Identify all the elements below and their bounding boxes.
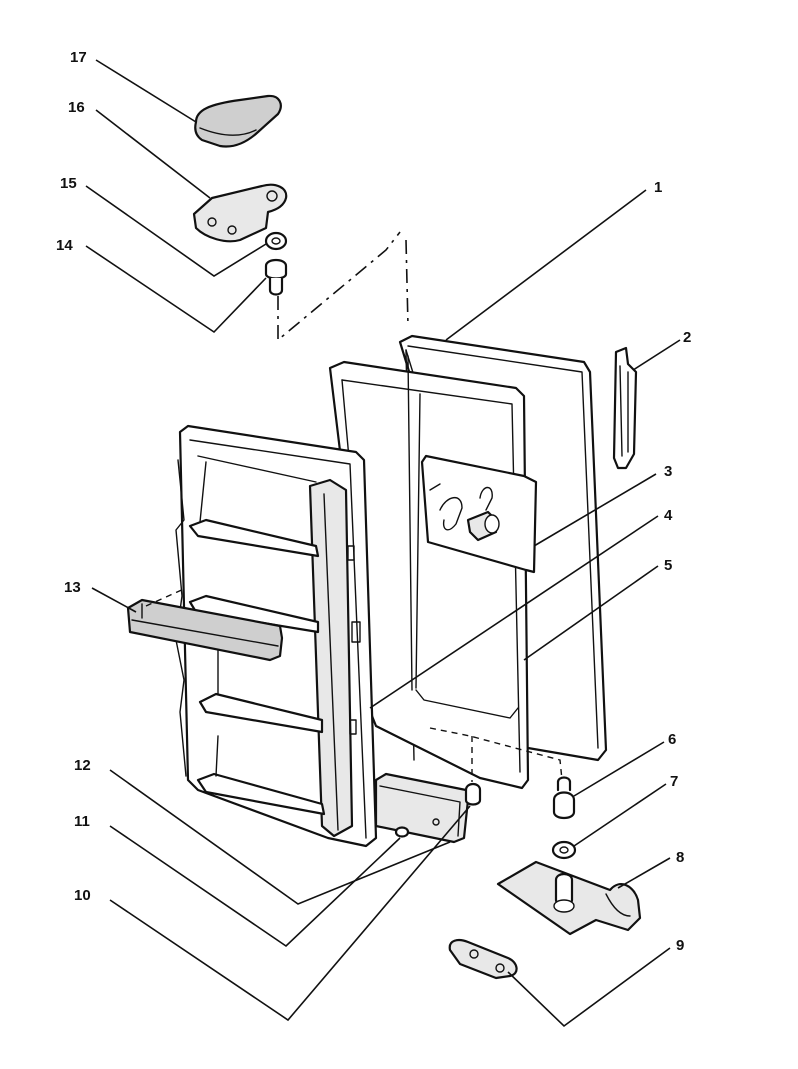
callout-10: 10: [74, 887, 91, 904]
leader-3: [533, 473, 657, 547]
leader-17: [95, 59, 197, 123]
part-12-bottom-channel: [374, 772, 470, 844]
leader-4: [369, 515, 659, 709]
callout-13: 13: [64, 579, 81, 596]
callout-5: 5: [664, 557, 672, 574]
alignment-line-top: [277, 231, 401, 342]
part-15-washer: [264, 231, 288, 251]
part-8-bottom-hinge: [496, 860, 642, 936]
callout-11: 11: [74, 813, 90, 830]
callout-2: 2: [683, 329, 691, 346]
callout-6: 6: [668, 731, 676, 748]
callout-labels: 17 16 15 14 1 2 3 4 5 6 7 8 9 10 11 12 1…: [56, 49, 691, 954]
leader-9: [507, 947, 671, 1028]
callout-16: 16: [68, 99, 85, 116]
leader-5: [523, 565, 659, 661]
callout-12: 12: [74, 757, 91, 774]
leader-11: [109, 825, 401, 948]
leader-15: [85, 185, 267, 277]
callout-15: 15: [60, 175, 77, 192]
leader-13: [91, 587, 137, 613]
leader-10: [109, 805, 471, 1022]
alignment-line-bar: [145, 587, 187, 607]
part-14-hinge-pin: [264, 258, 288, 296]
leader-12: [109, 769, 451, 905]
part-9-spacer: [448, 939, 518, 980]
callout-8: 8: [676, 849, 684, 866]
part-10-pin: [464, 782, 482, 806]
part-3-door-latch: [420, 454, 538, 574]
leader-lines: [85, 59, 681, 1028]
part-16-top-hinge: [192, 183, 288, 243]
leader-6: [573, 741, 665, 797]
callout-17: 17: [70, 49, 87, 66]
callout-7: 7: [670, 773, 678, 790]
callout-4: 4: [664, 507, 673, 524]
alignment-line-vertical: [405, 239, 409, 327]
part-13-door-bar: [126, 598, 284, 662]
leader-16: [95, 109, 211, 199]
leader-7: [573, 783, 667, 847]
callout-9: 9: [676, 937, 684, 954]
leader-1: [445, 189, 647, 341]
callout-3: 3: [664, 463, 672, 480]
callout-14: 14: [56, 237, 73, 254]
alignment-line-bottom: [429, 727, 563, 781]
leader-8: [617, 857, 671, 889]
callout-1: 1: [654, 179, 662, 196]
part-2-door-handle: [612, 346, 638, 470]
part-6-hinge-pin: [552, 776, 576, 820]
leader-14: [85, 245, 267, 334]
leader-2: [629, 339, 681, 373]
part-17-hinge-cover: [194, 94, 282, 148]
part-7-washer: [551, 840, 577, 860]
